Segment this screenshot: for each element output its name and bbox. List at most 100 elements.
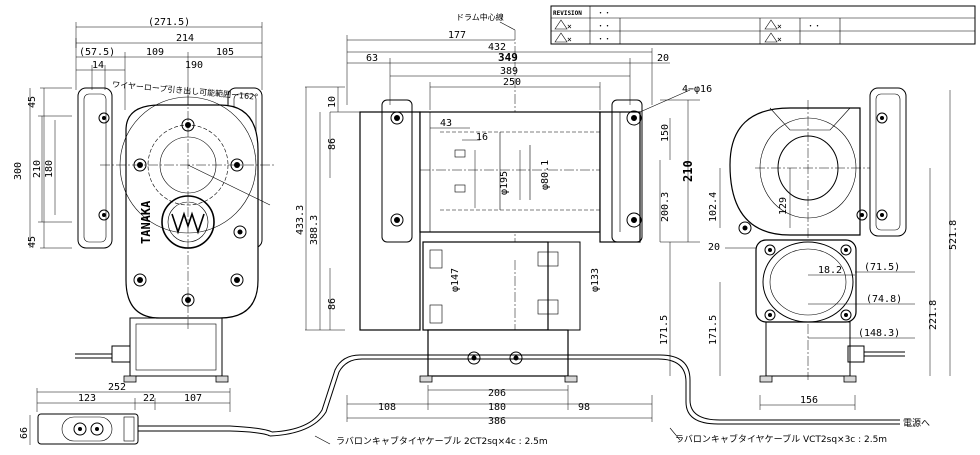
bolt-icon (390, 213, 404, 227)
cable-label-right: ラバロンキャブタイヤケーブル VCT2sq×3c : 2.5m (675, 433, 887, 445)
dim-label: (57.5) (79, 47, 115, 58)
dim-label: 107 (184, 393, 202, 404)
dim-label: 221.8 (928, 300, 939, 330)
bolt-icon (840, 309, 852, 321)
dim-label: 66 (19, 427, 30, 439)
dim-label: 180 (488, 402, 506, 413)
dim-label: 14 (92, 60, 104, 71)
bolt-icon (390, 111, 404, 125)
dim-label: 150 (660, 124, 671, 142)
dim-label: 18.2 (818, 265, 842, 276)
dim-label: 20 (708, 242, 720, 253)
dim-label: 20 (657, 53, 669, 64)
revision-triangle-icon: × (764, 32, 782, 44)
revision-triangle-icon: × (554, 32, 572, 44)
motor-housing (729, 107, 861, 236)
bolt-icon (876, 112, 888, 124)
bolt-icon (98, 112, 110, 124)
dim-label: φ133 (590, 268, 601, 292)
left-view: (271.5) 214 (57.5) 109 105 14 190 ワイヤーロー… (13, 17, 275, 445)
dim-label: 86 (327, 138, 338, 150)
hole-callout: 4−φ16 (682, 84, 712, 95)
dim-label: 108 (378, 402, 396, 413)
dim-label: 129 (778, 197, 789, 215)
dim-label: 156 (800, 395, 818, 406)
bolt-icon (133, 273, 147, 287)
dim-label: 10 (327, 96, 338, 108)
dim-label: 171.5 (659, 315, 670, 345)
center-view: ドラム中心線 177 432 63 349 20 389 250 (269, 12, 900, 447)
control-box (129, 317, 223, 377)
dim-label: 109 (146, 47, 164, 58)
right-control-box (765, 321, 851, 377)
bolt-icon (98, 209, 110, 221)
right-end-frame (611, 99, 643, 243)
dim-label: 123 (78, 393, 96, 404)
drum-center-label: ドラム中心線 (456, 12, 504, 22)
dim-label: 206 (488, 388, 506, 399)
dim-label: 190 (185, 60, 203, 71)
right-view: 102.4 129 20 18.2 (71.5) (74.8) (148.3) … (669, 87, 959, 445)
left-end-frame (359, 111, 421, 331)
revision-placeholder: ・・ (597, 35, 611, 43)
bolt-icon (181, 118, 195, 132)
dim-label: 98 (578, 402, 590, 413)
dim-label: (271.5) (148, 17, 190, 28)
bolt-icon (181, 293, 195, 307)
power-label: 電源へ (903, 418, 930, 429)
dim-label: 86 (327, 298, 338, 310)
svg-text:×: × (777, 22, 782, 31)
revision-triangle-icon: × (764, 19, 782, 31)
dim-label: (71.5) (864, 262, 900, 273)
svg-text:×: × (777, 35, 782, 44)
dim-label: 63 (366, 53, 378, 64)
dim-label: 105 (216, 47, 234, 58)
dim-label: 349 (498, 51, 518, 64)
dim-label: 22 (143, 393, 155, 404)
dim-label: 521.8 (948, 220, 959, 250)
dim-label: 386 (488, 416, 506, 427)
dim-label: 250 (503, 77, 521, 88)
dim-label: 252 (108, 382, 126, 393)
bolt-icon (764, 244, 776, 256)
dim-label: (74.8) (866, 294, 902, 305)
dim-label: 102.4 (708, 192, 719, 222)
dim-label: 433.3 (295, 205, 306, 235)
dim-label: 43 (440, 118, 452, 129)
tanaka-logo-icon (161, 195, 215, 249)
dim-label: φ80.1 (540, 160, 551, 190)
dim-label: 16 (476, 132, 488, 143)
bolt-icon (876, 209, 888, 221)
dim-label: 177 (448, 30, 466, 41)
dim-label: 210 (681, 160, 695, 182)
cable-label-left: ラバロンキャブタイヤケーブル 2CT2sq×4c : 2.5m (336, 435, 548, 447)
bolt-icon (626, 110, 642, 126)
bolt-icon (233, 225, 247, 239)
bolt-icon (738, 221, 752, 235)
dim-label: 210 (32, 160, 43, 178)
cable-gland (111, 345, 131, 363)
dim-label: φ195 (499, 171, 510, 195)
bolt-icon (764, 309, 776, 321)
dim-label: 171.5 (708, 315, 719, 345)
bolt-icon (840, 244, 852, 256)
revision-placeholder: ・・ (597, 9, 611, 17)
dim-label: 388.3 (309, 215, 320, 245)
bolt-icon (230, 273, 244, 287)
revision-placeholder: ・・ (597, 22, 611, 30)
svg-text:×: × (567, 22, 572, 31)
dim-label: 300 (13, 162, 24, 180)
dim-label: 389 (500, 66, 518, 77)
dim-label: 432 (488, 42, 506, 53)
svg-text:×: × (567, 35, 572, 44)
dim-label: φ147 (450, 268, 461, 292)
pendant-switch (37, 413, 139, 445)
rope-range-annotation: ワイヤーロープ引き出し可能範囲ー162° (112, 79, 259, 102)
bolt-icon (230, 158, 244, 172)
dim-label: 45 (27, 96, 38, 108)
drum (419, 111, 601, 233)
bolt-icon (133, 158, 147, 172)
right-side-frame (869, 87, 907, 237)
